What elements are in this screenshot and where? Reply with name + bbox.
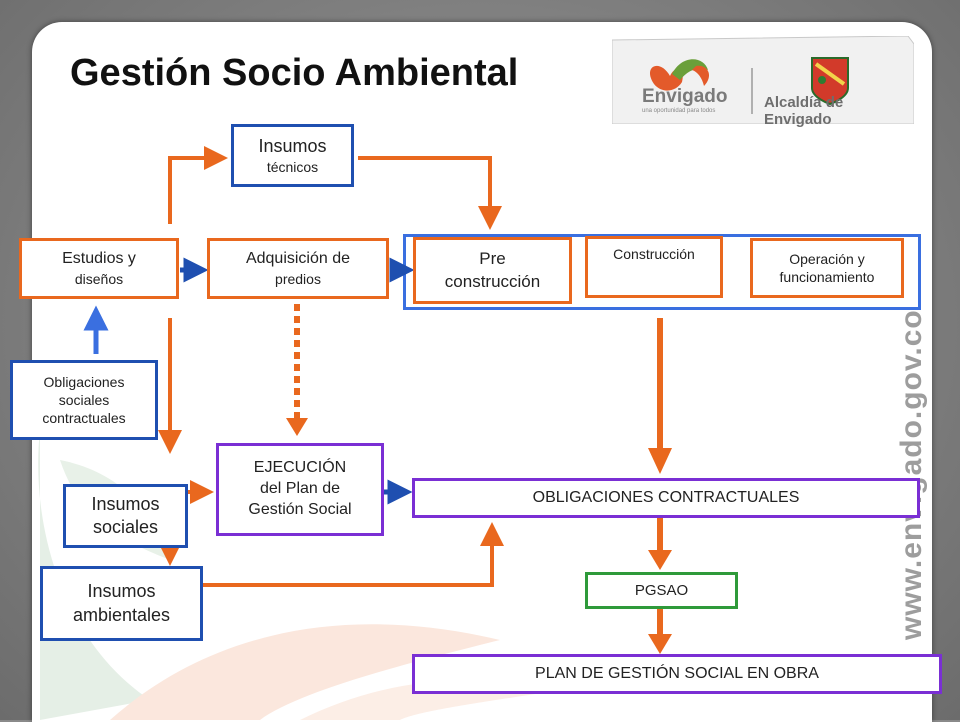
page-title: Gestión Socio Ambiental [70, 52, 519, 94]
node-estudios-line2: diseños [74, 270, 124, 287]
node-operacion-line1: Operación y [789, 250, 865, 267]
node-estudios: Estudios y diseños [19, 238, 179, 299]
node-adquisicion-line1: Adquisición de [245, 250, 351, 267]
node-insumos-tecnicos-line2: técnicos [266, 159, 319, 176]
node-preconstruccion-line2: construcción [444, 271, 541, 291]
node-ejecucion-line2: del Plan de [259, 480, 341, 498]
node-adquisicion: Adquisición de predios [207, 238, 389, 299]
arrow-estudios-to-insumos-tecnicos [168, 146, 228, 224]
alcaldia-logo-text: Alcaldía de Envigado [764, 94, 844, 128]
node-insumos-tecnicos-line1: Insumos [258, 135, 327, 156]
node-pgsao: PGSAO [585, 572, 738, 609]
node-insumos-ambientales-line1: Insumos [87, 581, 156, 602]
node-plan-gestion-line1: PLAN DE GESTIÓN SOCIAL EN OBRA [535, 664, 819, 682]
node-plan-gestion: PLAN DE GESTIÓN SOCIAL EN OBRA [412, 654, 942, 694]
node-obligaciones-sociales-line3: contractuales [42, 410, 126, 427]
logo-header: Envigado una oportunidad para todos Alca… [611, 35, 915, 128]
node-obligaciones-sociales-line1: Obligaciones [43, 373, 125, 390]
node-insumos-ambientales-line2: ambientales [72, 604, 171, 625]
node-insumos-sociales: Insumos sociales [63, 484, 188, 548]
node-adquisicion-line2: predios [275, 270, 321, 287]
node-preconstruccion: Pre construcción [413, 237, 572, 304]
node-insumos-ambientales: Insumos ambientales [40, 566, 203, 641]
node-pgsao-line1: PGSAO [634, 581, 689, 599]
node-preconstruccion-line1: Pre [479, 249, 506, 269]
arrow-insumos-tecnicos-to-preconstruccion [358, 156, 502, 230]
node-operacion: Operación y funcionamiento [750, 238, 904, 298]
node-ejecucion: EJECUCIÓN del Plan de Gestión Social [216, 443, 384, 536]
node-insumos-sociales-line2: sociales [92, 517, 159, 537]
node-construccion: Construcción [585, 236, 723, 298]
orange-hand-shape [110, 624, 500, 720]
node-operacion-line2: funcionamiento [779, 269, 875, 285]
envigado-logo-text: Envigado [642, 86, 728, 107]
node-insumos-sociales-line1: Insumos [91, 493, 160, 514]
arrow-ambientales-to-obligaciones [203, 522, 504, 587]
node-ejecucion-line1: EJECUCIÓN [253, 459, 347, 477]
node-obligaciones-contractuales-line1: OBLIGACIONES CONTRACTUALES [532, 488, 800, 506]
logo-graphics [611, 35, 915, 125]
node-obligaciones-contractuales: OBLIGACIONES CONTRACTUALES [412, 478, 920, 518]
node-obligaciones-sociales-line2: sociales [58, 391, 110, 408]
node-estudios-line1: Estudios y [62, 250, 136, 267]
node-ejecucion-line3: Gestión Social [248, 500, 352, 518]
node-construccion-line1: Construcción [613, 246, 695, 262]
node-insumos-tecnicos: Insumos técnicos [231, 124, 354, 187]
green-hand-shape [38, 430, 150, 720]
node-obligaciones-sociales: Obligaciones sociales contractuales [10, 360, 158, 440]
envigado-tagline: una oportunidad para todos [642, 108, 716, 114]
envigado-leaf-icon [672, 59, 708, 80]
